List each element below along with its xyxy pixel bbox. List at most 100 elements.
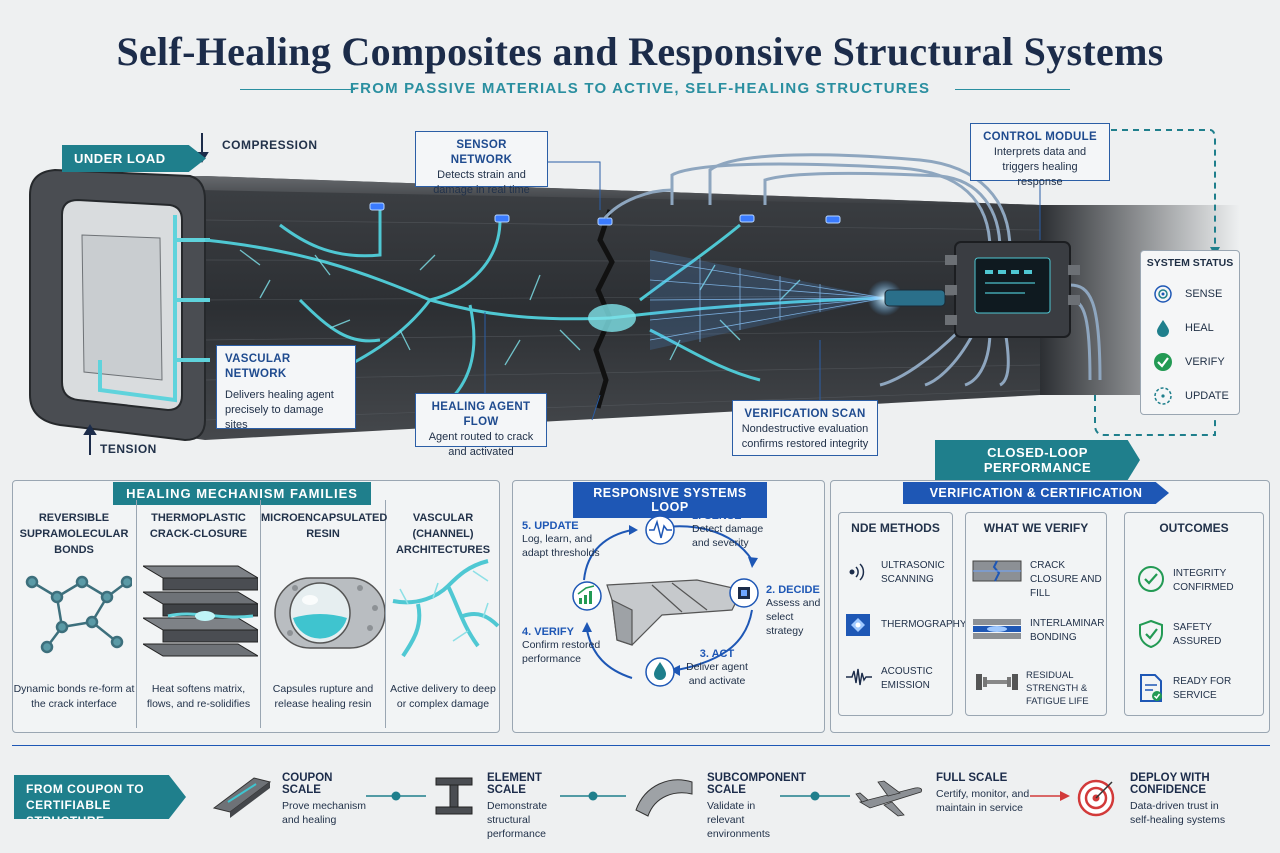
- bottom-divider: [12, 745, 1270, 746]
- scale-coupon: COUPON SCALE Prove mechanism and healing: [282, 772, 372, 827]
- dumbbell-icon: [972, 671, 1022, 698]
- loop-step-sense-title: 1. SENSE: [692, 510, 742, 522]
- scale-element-desc: Demonstrate structural performance: [487, 800, 548, 840]
- verify-chart-icon: [572, 581, 602, 611]
- sensor-network-callout: SENSOR NETWORK Detects strain and damage…: [415, 131, 548, 196]
- crack: [593, 209, 615, 409]
- molecule-network-icon: [25, 575, 132, 654]
- loop-step-update-desc: Log, learn, and adapt thresholds: [522, 533, 600, 559]
- sensor-network-title: SENSOR NETWORK: [450, 139, 513, 166]
- what-we-verify-title: WHAT WE VERIFY: [983, 521, 1089, 535]
- vascular-channels-icon: [392, 559, 500, 658]
- compression-label: COMPRESSION: [222, 138, 318, 152]
- loop-step-update: 5. UPDATE Log, learn, and adapt threshol…: [522, 520, 607, 560]
- microcapsule-icon: [274, 577, 385, 649]
- loop-step-update-title: 5. UPDATE: [522, 520, 579, 532]
- nde-methods-title: NDE METHODS: [851, 521, 940, 535]
- check-circle-icon: [1153, 352, 1173, 377]
- status-update-label: UPDATE: [1185, 390, 1229, 402]
- sensor-cables: [603, 153, 1102, 387]
- shield-check-icon: [1137, 619, 1165, 654]
- subtitle-rule-right: [955, 89, 1070, 90]
- verification-title: VERIFICATION & CERTIFICATION: [903, 482, 1169, 504]
- loop-step-verify-desc: Confirm restored performance: [522, 639, 601, 665]
- control-module-title: CONTROL MODULE: [983, 131, 1097, 143]
- loop-step-verify-title: 4. VERIFY: [522, 626, 574, 638]
- mechanism-vascular-desc: Active delivery to deep or complex damag…: [390, 683, 496, 710]
- sensor-nodes: [369, 202, 841, 226]
- status-verify-label: VERIFY: [1185, 356, 1225, 368]
- system-status-panel: SYSTEM STATUS SENSE HEAL VERIFY UPDATE: [1140, 250, 1240, 415]
- subtitle-rule-left: [240, 89, 355, 90]
- loop-diagram: [572, 515, 759, 687]
- loop-step-decide: 2. DECIDE Assess and select strategy: [766, 584, 826, 638]
- scale-row-label: FROM COUPON TO CERTIFIABLE STRUCTURE: [14, 775, 186, 819]
- laminate-layers-icon: [143, 565, 258, 657]
- curved-panel-icon: [635, 779, 693, 817]
- beam-cross-section: [29, 168, 210, 442]
- responsive-loop-title: RESPONSIVE SYSTEMS LOOP: [573, 482, 767, 518]
- scale-full: FULL SCALE Certify, monitor, and maintai…: [936, 772, 1031, 815]
- vascular-network-callout: VASCULAR NETWORK Delivers healing agent …: [216, 345, 356, 431]
- loop-step-sense: 1. SENSE Detect damage and severity: [692, 510, 792, 550]
- beam-top: [55, 176, 1040, 205]
- under-load-tag: UNDER LOAD: [62, 145, 206, 172]
- acoustic-waveform-icon: [845, 667, 873, 692]
- check-circle-outline-icon: [1137, 565, 1165, 598]
- verification-scan-beam: [649, 250, 946, 350]
- page-subtitle: FROM PASSIVE MATERIALS TO ACTIVE, SELF-H…: [349, 80, 931, 97]
- scale-subcomponent-desc: Validate in relevant environments: [707, 800, 771, 840]
- verify-bonding-label: INTERLAMINAR BONDING: [1030, 618, 1105, 643]
- mechanism-microencapsulated-name: MICROENCAPSULATED RESIN: [261, 512, 388, 540]
- loop-step-decide-title: 2. DECIDE: [766, 584, 820, 596]
- loop-step-act-desc: Deliver agent and activate: [686, 661, 748, 687]
- verification-scan-callout: VERIFICATION SCAN Nondestructive evaluat…: [732, 400, 878, 456]
- system-status-title: SYSTEM STATUS: [1146, 257, 1234, 269]
- document-check-icon: [1137, 673, 1165, 708]
- i-beam-icon: [435, 777, 473, 815]
- nde-methods-card: NDE METHODS ULTRASONIC SCANNING THERMOGR…: [838, 512, 967, 716]
- vascular-network-title: VASCULAR NETWORK: [225, 353, 291, 380]
- outcomes-title: OUTCOMES: [1159, 521, 1229, 535]
- act-droplet-icon: [645, 657, 675, 687]
- outcome-service-label: READY FOR SERVICE: [1173, 676, 1232, 701]
- coupon-icon: [212, 777, 272, 818]
- scale-row-graphics: [212, 777, 1115, 818]
- mechanism-microencapsulated-desc: Capsules rupture and release healing res…: [272, 683, 374, 710]
- loop-step-sense-desc: Detect damage and severity: [692, 523, 764, 549]
- scale-deploy: DEPLOY WITH CONFIDENCE Data-driven trust…: [1130, 772, 1270, 827]
- scale-full-title: FULL SCALE: [936, 772, 1008, 784]
- scale-coupon-desc: Prove mechanism and healing: [282, 800, 367, 826]
- loop-step-decide-desc: Assess and select strategy: [766, 597, 821, 637]
- interlaminar-icon: [972, 617, 1022, 646]
- vascular-capillaries: [239, 249, 801, 366]
- scale-element: ELEMENT SCALE Demonstrate structural per…: [487, 772, 582, 841]
- healing-agent-pool: [588, 304, 636, 332]
- verification-scan-desc: Nondestructive evaluation confirms resto…: [741, 423, 869, 450]
- loop-step-verify: 4. VERIFY Confirm restored performance: [522, 626, 602, 666]
- crack-closure-icon: [972, 559, 1022, 588]
- verify-strength-label: RESIDUAL STRENGTH & FATIGUE LIFE: [1026, 670, 1089, 707]
- mechanism-supramolecular-name: REVERSIBLE SUPRAMOLECULAR BONDS: [19, 512, 129, 556]
- verify-crack-label: CRACK CLOSURE AND FILL: [1030, 560, 1102, 599]
- refresh-icon: [1153, 386, 1173, 411]
- outcomes-card: OUTCOMES INTEGRITY CONFIRMED SAFETY ASSU…: [1124, 512, 1264, 716]
- droplet-icon: [1153, 318, 1173, 343]
- scale-deploy-title: DEPLOY WITH CONFIDENCE: [1130, 772, 1210, 796]
- decide-chip-icon: [729, 578, 759, 608]
- mechanism-vascular-name: VASCULAR (CHANNEL) ARCHITECTURES: [395, 512, 491, 556]
- closed-loop-path-bottom: [1094, 395, 1216, 436]
- outcome-safety-label: SAFETY ASSURED: [1173, 622, 1222, 647]
- vascular-network-desc: Delivers healing agent precisely to dama…: [225, 389, 334, 431]
- mechanism-supramolecular-desc: Dynamic bonds re-form at the crack inter…: [13, 683, 135, 710]
- page-title: Self-Healing Composites and Responsive S…: [116, 29, 1164, 74]
- status-sense-label: SENSE: [1185, 288, 1223, 300]
- thermography-icon: [845, 613, 871, 642]
- closed-loop-path-top: [1100, 129, 1216, 250]
- mechanism-vascular: VASCULAR (CHANNEL) ARCHITECTURES Active …: [386, 500, 500, 728]
- loop-step-act: 3. ACT Deliver agent and activate: [682, 648, 752, 688]
- nde-thermography-label: THERMOGRAPHY: [881, 619, 967, 630]
- sense-waveform-icon: [645, 515, 675, 545]
- mechanism-families-title: HEALING MECHANISM FAMILIES: [113, 482, 371, 505]
- loop-step-act-title: 3. ACT: [699, 648, 735, 660]
